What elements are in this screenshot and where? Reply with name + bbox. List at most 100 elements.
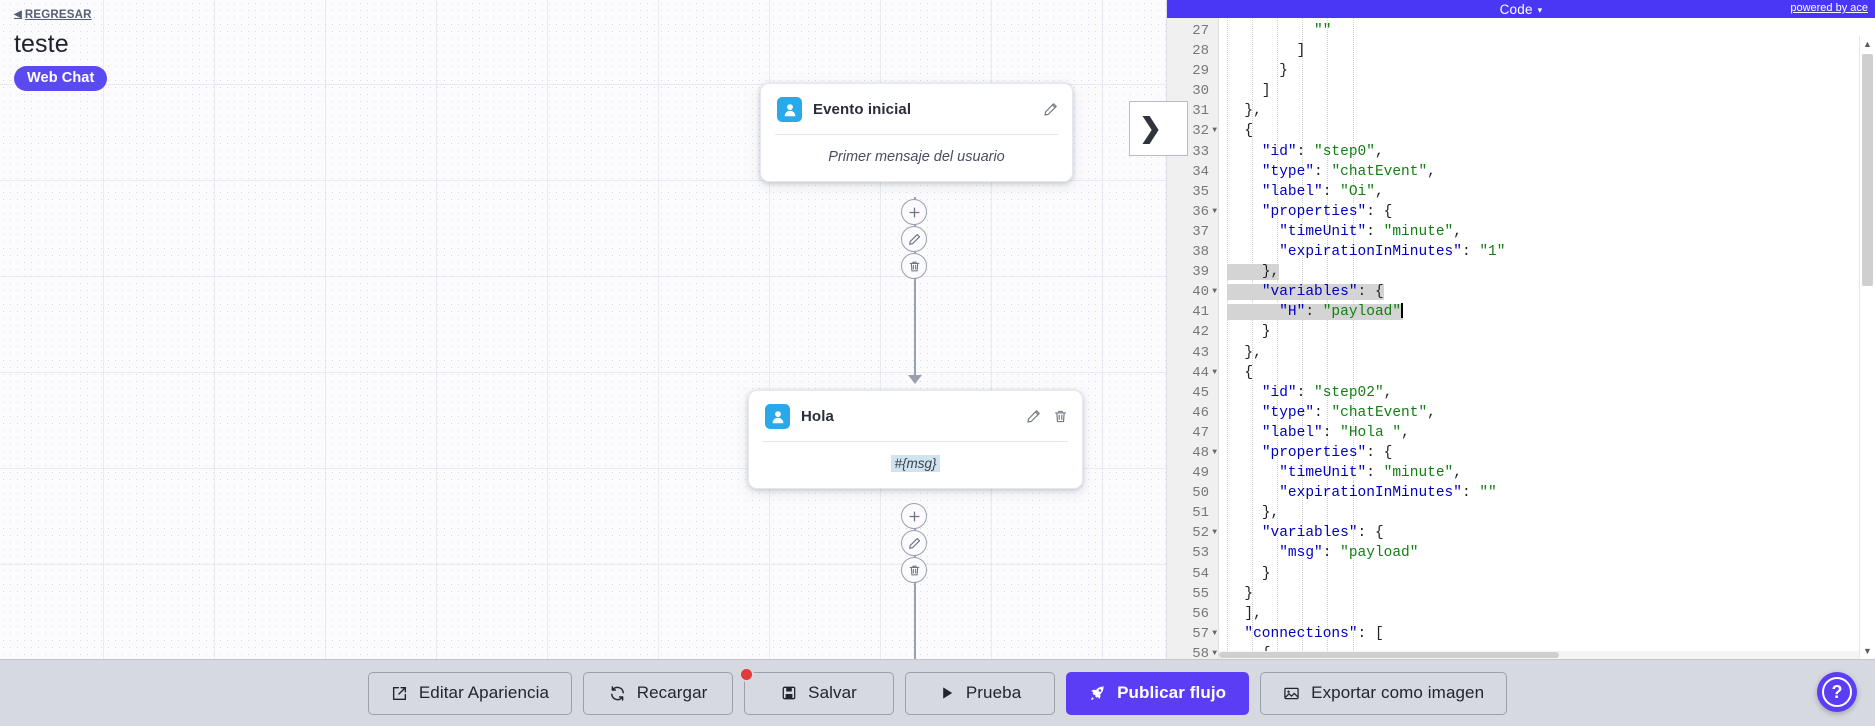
code-line[interactable]: "type": "chatEvent", <box>1261 163 1436 180</box>
scroll-down-icon[interactable]: ▼ <box>1863 646 1872 656</box>
hscrollbar-thumb[interactable] <box>1219 652 1559 658</box>
code-line[interactable]: }, <box>1244 103 1262 120</box>
chevron-right-icon[interactable]: ❯ <box>1129 101 1188 156</box>
line-number[interactable]: 33 <box>1192 143 1209 160</box>
trash-icon[interactable] <box>1053 409 1068 424</box>
back-link[interactable]: ◀ REGRESAR <box>14 9 92 21</box>
line-number[interactable]: 57▼ <box>1167 624 1218 644</box>
code-line[interactable]: ] <box>1261 83 1271 100</box>
fold-toggle-icon[interactable]: ▼ <box>1212 287 1217 297</box>
exportar-imagen-button[interactable]: Exportar como imagen <box>1260 671 1508 715</box>
line-number[interactable]: 46 <box>1192 404 1209 421</box>
line-number[interactable]: 53 <box>1192 545 1209 562</box>
scroll-up-icon[interactable]: ▲ <box>1863 39 1872 49</box>
help-button[interactable]: ? <box>1817 672 1857 712</box>
code-line[interactable]: }, <box>1244 344 1262 361</box>
line-number[interactable]: 58▼ <box>1167 644 1218 659</box>
code-line[interactable]: "variables": { <box>1227 282 1875 302</box>
line-number[interactable]: 32▼ <box>1167 121 1218 141</box>
code-line[interactable]: "connections": [ <box>1244 625 1384 642</box>
pencil-icon[interactable] <box>901 530 927 556</box>
line-number[interactable]: 29 <box>1192 63 1209 80</box>
code-line[interactable]: "properties": { <box>1261 444 1393 461</box>
code-line[interactable]: "id": "step02", <box>1261 384 1393 401</box>
powered-by-link[interactable]: powered by ace <box>1790 2 1868 14</box>
fold-toggle-icon[interactable]: ▼ <box>1212 648 1217 658</box>
code-line[interactable]: }, <box>1261 505 1280 522</box>
line-number[interactable]: 28 <box>1192 43 1209 60</box>
line-number[interactable]: 30 <box>1192 83 1209 100</box>
code-line[interactable]: "H": "payload" <box>1227 302 1875 322</box>
code-line[interactable]: "" <box>1314 23 1332 39</box>
fold-toggle-icon[interactable]: ▼ <box>1212 447 1217 457</box>
fold-toggle-icon[interactable]: ▼ <box>1212 628 1217 638</box>
flow-node-hola[interactable]: Hola #{msg} <box>748 390 1083 489</box>
code-line[interactable]: "expirationInMinutes": "" <box>1279 485 1497 502</box>
publicar-flujo-button[interactable]: Publicar flujo <box>1066 671 1250 715</box>
flow-node-evento-inicial[interactable]: Evento inicial Primer mensaje del usuari… <box>760 83 1073 182</box>
line-number[interactable]: 43 <box>1192 344 1209 361</box>
pencil-icon[interactable] <box>901 226 927 252</box>
code-line[interactable]: } <box>1261 565 1271 582</box>
code-line[interactable]: "timeUnit": "minute", <box>1279 465 1462 482</box>
line-number[interactable]: 45 <box>1192 384 1209 401</box>
line-number[interactable]: 31 <box>1192 103 1209 120</box>
trash-icon[interactable] <box>901 253 927 279</box>
line-number[interactable]: 51 <box>1192 505 1209 522</box>
line-number[interactable]: 41 <box>1192 304 1209 321</box>
line-number[interactable]: 40▼ <box>1167 282 1218 302</box>
code-line[interactable]: }, <box>1227 262 1875 282</box>
line-number[interactable]: 42 <box>1192 324 1209 341</box>
code-line[interactable]: } <box>1244 585 1254 602</box>
line-number[interactable]: 52▼ <box>1167 523 1218 543</box>
code-line[interactable]: ], <box>1244 605 1262 622</box>
line-number[interactable]: 35 <box>1192 183 1209 200</box>
code-line[interactable]: { <box>1244 123 1254 140</box>
line-number[interactable]: 50 <box>1192 485 1209 502</box>
code-line[interactable]: { <box>1244 364 1254 381</box>
code-line[interactable]: } <box>1279 63 1288 80</box>
scrollbar-thumb[interactable] <box>1862 54 1873 286</box>
line-number[interactable]: 27 <box>1192 23 1209 39</box>
code-line[interactable]: "variables": { <box>1261 525 1384 542</box>
code-line[interactable]: "properties": { <box>1261 203 1393 220</box>
fold-toggle-icon[interactable]: ▼ <box>1212 126 1217 136</box>
code-line[interactable]: "id": "step0", <box>1261 143 1384 160</box>
line-number[interactable]: 34 <box>1192 163 1209 180</box>
code-line[interactable]: "msg": "payload" <box>1279 545 1419 562</box>
salvar-button[interactable]: Salvar <box>739 666 895 715</box>
pencil-icon[interactable] <box>1043 102 1058 117</box>
line-number[interactable]: 49 <box>1192 465 1209 482</box>
flow-canvas[interactable]: ◀ REGRESAR teste Web Chat Evento inicial <box>0 0 1166 659</box>
fold-toggle-icon[interactable]: ▼ <box>1212 367 1217 377</box>
code-line[interactable]: } <box>1261 324 1271 341</box>
code-line[interactable]: ] <box>1296 43 1306 60</box>
line-number[interactable]: 54 <box>1192 565 1209 582</box>
recargar-button[interactable]: Recargar <box>583 671 734 715</box>
code-line[interactable]: "type": "chatEvent", <box>1261 404 1436 421</box>
line-number[interactable]: 47 <box>1192 424 1209 441</box>
fold-toggle-icon[interactable]: ▼ <box>1212 206 1217 216</box>
code-vertical-scrollbar[interactable]: ▲ ▼ <box>1859 36 1875 659</box>
line-number[interactable]: 37 <box>1192 223 1209 240</box>
code-content[interactable]: "" ] } ] }, { "id": "step0", "type": "ch… <box>1219 18 1875 659</box>
prueba-button[interactable]: Prueba <box>905 671 1056 715</box>
plus-icon[interactable] <box>901 199 927 225</box>
editar-apariencia-button[interactable]: Editar Apariencia <box>367 671 573 715</box>
code-line[interactable]: "label": "Hola ", <box>1261 424 1410 441</box>
pencil-icon[interactable] <box>1026 409 1041 424</box>
fold-toggle-icon[interactable]: ▼ <box>1212 528 1217 538</box>
line-number[interactable]: 44▼ <box>1167 363 1218 383</box>
code-horizontal-scrollbar[interactable] <box>1219 651 1859 659</box>
trash-icon[interactable] <box>901 557 927 583</box>
line-number[interactable]: 56 <box>1192 605 1209 622</box>
code-line[interactable]: "label": "Oi", <box>1261 183 1384 200</box>
code-line[interactable]: "expirationInMinutes": "1" <box>1279 244 1506 261</box>
plus-icon[interactable] <box>901 503 927 529</box>
line-number[interactable]: 55 <box>1192 585 1209 602</box>
line-number[interactable]: 36▼ <box>1167 202 1218 222</box>
line-number[interactable]: 38 <box>1192 244 1209 261</box>
code-line[interactable]: "timeUnit": "minute", <box>1279 223 1462 240</box>
line-number[interactable]: 48▼ <box>1167 443 1218 463</box>
